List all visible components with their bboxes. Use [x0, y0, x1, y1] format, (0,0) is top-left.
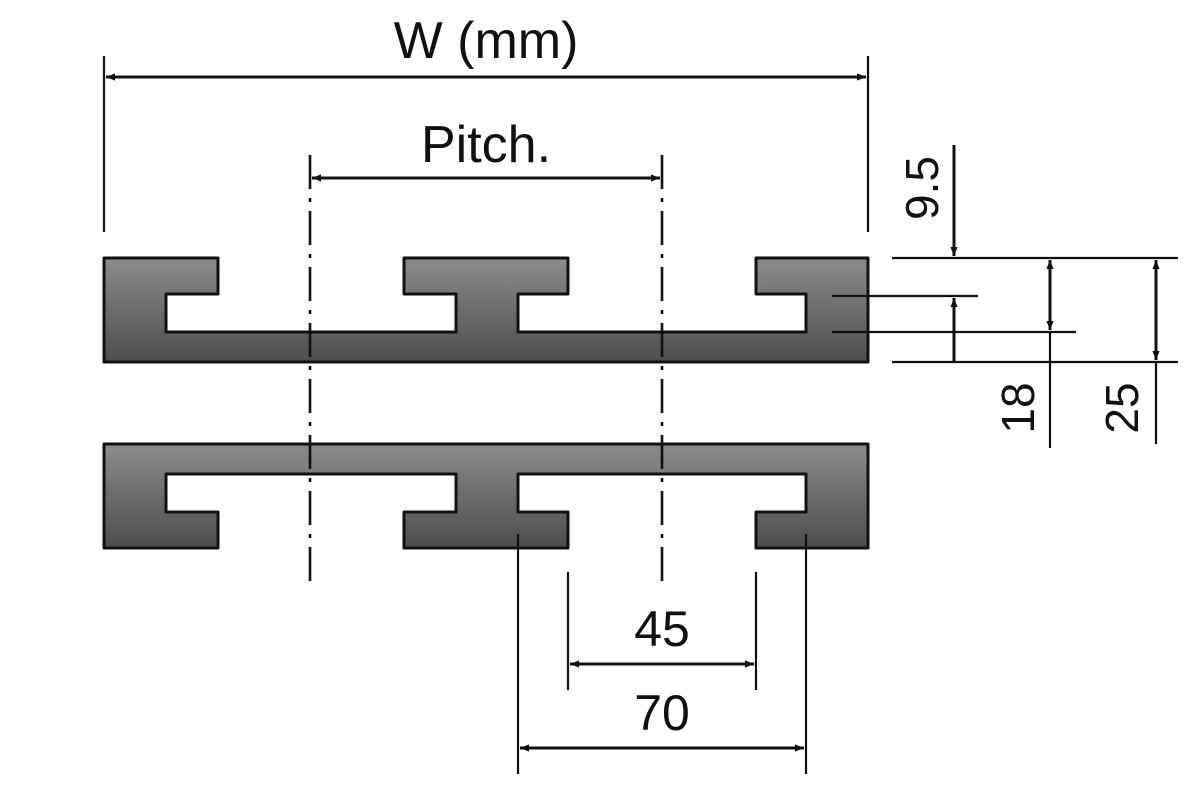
slot-dimensions: 45 70 [516, 534, 808, 774]
width-dimension: W (mm) [102, 12, 870, 232]
total-height-label: 25 [1096, 382, 1148, 433]
center-lines [308, 155, 664, 590]
width-label: W (mm) [394, 12, 579, 70]
slot-opening-label: 45 [634, 601, 690, 657]
height-dimensions: 9.5 18 25 [832, 145, 1178, 448]
slot-depth-label: 9.5 [896, 156, 948, 220]
inner-height-label: 18 [992, 382, 1044, 433]
pitch-label: Pitch. [421, 116, 551, 174]
bottom-profile [102, 442, 870, 550]
slot-width-label: 70 [634, 685, 690, 741]
top-profile [102, 256, 870, 364]
pitch-dimension: Pitch. [312, 116, 660, 182]
